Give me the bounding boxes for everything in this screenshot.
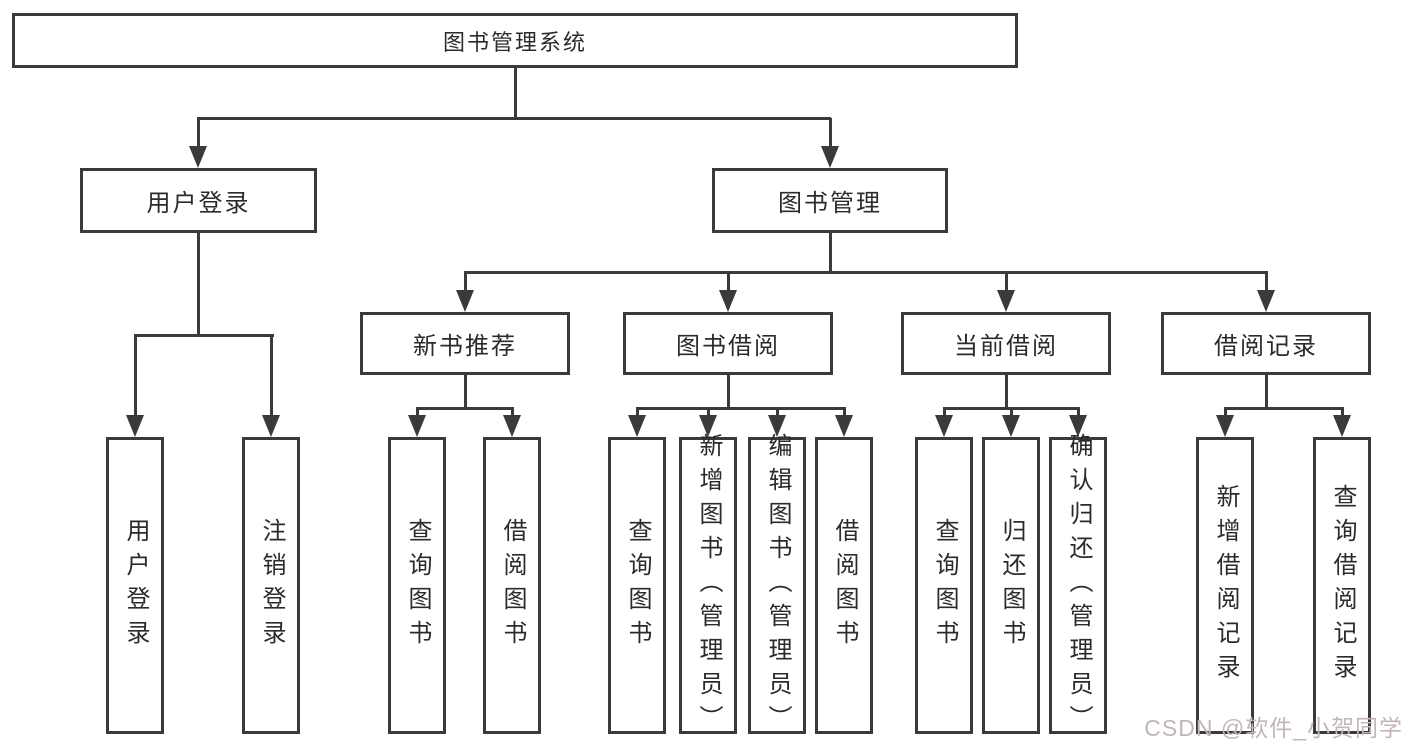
leaf-g4-add-borrow-record-label: 新增借阅记录: [1212, 483, 1239, 688]
connector-arrow-stem-group4: [1265, 272, 1268, 292]
arrowhead-g4-leaf2: [1333, 415, 1351, 437]
connector-group2-stem: [727, 375, 730, 408]
connector-arrow-stem-g2-leaf1: [636, 408, 639, 420]
leaf-g3-confirm-return-admin: 确认归还（管理员）: [1049, 433, 1107, 739]
leaf-g2-query-books-label: 查询图书: [624, 517, 651, 654]
leaf-g3-return-books: 归还图书: [982, 437, 1040, 734]
connector-group3-stem: [1005, 375, 1008, 408]
connector-root-stem: [514, 68, 517, 118]
connector-arrow-stem-g1-leaf2: [511, 408, 514, 420]
connector-arrow-stem-group1: [464, 272, 467, 292]
node-borrow-records-label: 借阅记录: [1214, 333, 1318, 360]
node-current-borrow: 当前借阅: [901, 312, 1111, 375]
leaf-g4-add-borrow-record: 新增借阅记录: [1196, 437, 1254, 734]
arrowhead-g1-leaf1: [408, 415, 426, 437]
connector-group1-hline: [416, 407, 514, 410]
arrowhead-g2-leaf4: [835, 415, 853, 437]
connector-arrow-stem-user-login: [197, 118, 200, 150]
arrowhead-g4-leaf1: [1216, 415, 1234, 437]
arrowhead-group4: [1257, 290, 1275, 312]
connector-arrow-stem-g3-leaf2: [1010, 408, 1013, 420]
arrowhead-login-leaf2: [262, 415, 280, 437]
node-book-borrow-label: 图书借阅: [676, 333, 780, 360]
leaf-g2-borrow-books: 借阅图书: [815, 437, 873, 734]
connector-group4-hline: [1224, 407, 1344, 410]
node-borrow-records: 借阅记录: [1161, 312, 1371, 375]
arrowhead-g1-leaf2: [503, 415, 521, 437]
leaf-g4-query-borrow-record-label: 查询借阅记录: [1329, 483, 1356, 688]
arrowhead-login-leaf1: [126, 415, 144, 437]
leaf-g3-query-books: 查询图书: [915, 437, 973, 734]
arrowhead-group1: [456, 290, 474, 312]
connector-arrow-stem-g3-leaf3: [1077, 408, 1080, 420]
leaf-g1-query-books: 查询图书: [388, 437, 446, 734]
leaf-g2-add-books-admin: 新增图书（管理员）: [679, 433, 737, 739]
leaf-g3-query-books-label: 查询图书: [931, 517, 958, 654]
node-user-login: 用户登录: [80, 168, 317, 233]
connector-groups-hline: [464, 271, 1268, 274]
leaf-g1-query-books-label: 查询图书: [404, 517, 431, 654]
node-root: 图书管理系统: [12, 13, 1018, 68]
leaf-user-login: 用户登录: [106, 437, 164, 734]
leaf-g2-borrow-books-label: 借阅图书: [831, 517, 858, 654]
leaf-g2-query-books: 查询图书: [608, 437, 666, 734]
arrowhead-g2-leaf2: [699, 415, 717, 437]
connector-arrow-stem-login-leaf2: [270, 335, 273, 419]
node-new-book-recommend: 新书推荐: [360, 312, 570, 375]
connector-arrow-stem-login-leaf1: [134, 335, 137, 419]
connector-arrow-stem-g3-leaf1: [943, 408, 946, 420]
node-root-label: 图书管理系统: [442, 29, 587, 55]
connector-arrow-stem-g2-leaf4: [843, 408, 846, 420]
leaf-logout-label: 注销登录: [258, 517, 285, 654]
leaf-g4-query-borrow-record: 查询借阅记录: [1313, 437, 1371, 734]
connector-bookmgmt-stem: [829, 233, 832, 272]
leaf-g3-return-books-label: 归还图书: [998, 517, 1025, 654]
node-book-borrow: 图书借阅: [623, 312, 833, 375]
connector-login-hline: [134, 334, 274, 337]
connector-arrow-stem-g2-leaf3: [776, 408, 779, 420]
arrowhead-user-login: [189, 146, 207, 168]
arrowhead-g3-leaf3: [1069, 415, 1087, 437]
connector-arrow-stem-g4-leaf2: [1341, 408, 1344, 420]
leaf-g3-confirm-return-admin-label: 确认归还（管理员）: [1065, 432, 1092, 739]
node-new-book-recommend-label: 新书推荐: [413, 333, 517, 360]
arrowhead-g2-leaf3: [768, 415, 786, 437]
connector-arrow-stem-group2: [727, 272, 730, 292]
node-book-management: 图书管理: [712, 168, 948, 233]
connector-level1-hline: [197, 117, 831, 120]
leaf-g2-edit-books-admin: 编辑图书（管理员）: [748, 433, 806, 739]
leaf-g1-borrow-books: 借阅图书: [483, 437, 541, 734]
connector-group1-stem: [464, 375, 467, 408]
arrowhead-g3-leaf1: [935, 415, 953, 437]
node-current-borrow-label: 当前借阅: [954, 333, 1058, 360]
csdn-watermark: CSDN @软件_小贺同学: [1144, 715, 1403, 741]
node-book-management-label: 图书管理: [778, 190, 882, 217]
leaf-user-login-label: 用户登录: [122, 517, 149, 654]
connector-group4-stem: [1265, 375, 1268, 408]
leaf-g2-add-books-admin-label: 新增图书（管理员）: [695, 432, 722, 739]
connector-arrow-stem-book-mgmt: [829, 118, 832, 150]
node-user-login-label: 用户登录: [146, 190, 251, 217]
connector-arrow-stem-group3: [1005, 272, 1008, 292]
arrowhead-book-mgmt: [821, 146, 839, 168]
arrowhead-group2: [719, 290, 737, 312]
leaf-g1-borrow-books-label: 借阅图书: [499, 517, 526, 654]
arrowhead-group3: [997, 290, 1015, 312]
leaf-g2-edit-books-admin-label: 编辑图书（管理员）: [764, 432, 791, 739]
connector-group2-hline: [636, 407, 846, 410]
leaf-logout: 注销登录: [242, 437, 300, 734]
connector-arrow-stem-g4-leaf1: [1224, 408, 1227, 420]
arrowhead-g2-leaf1: [628, 415, 646, 437]
connector-login-stem: [197, 233, 200, 335]
arrowhead-g3-leaf2: [1002, 415, 1020, 437]
connector-arrow-stem-g2-leaf2: [707, 408, 710, 420]
connector-arrow-stem-g1-leaf1: [416, 408, 419, 420]
